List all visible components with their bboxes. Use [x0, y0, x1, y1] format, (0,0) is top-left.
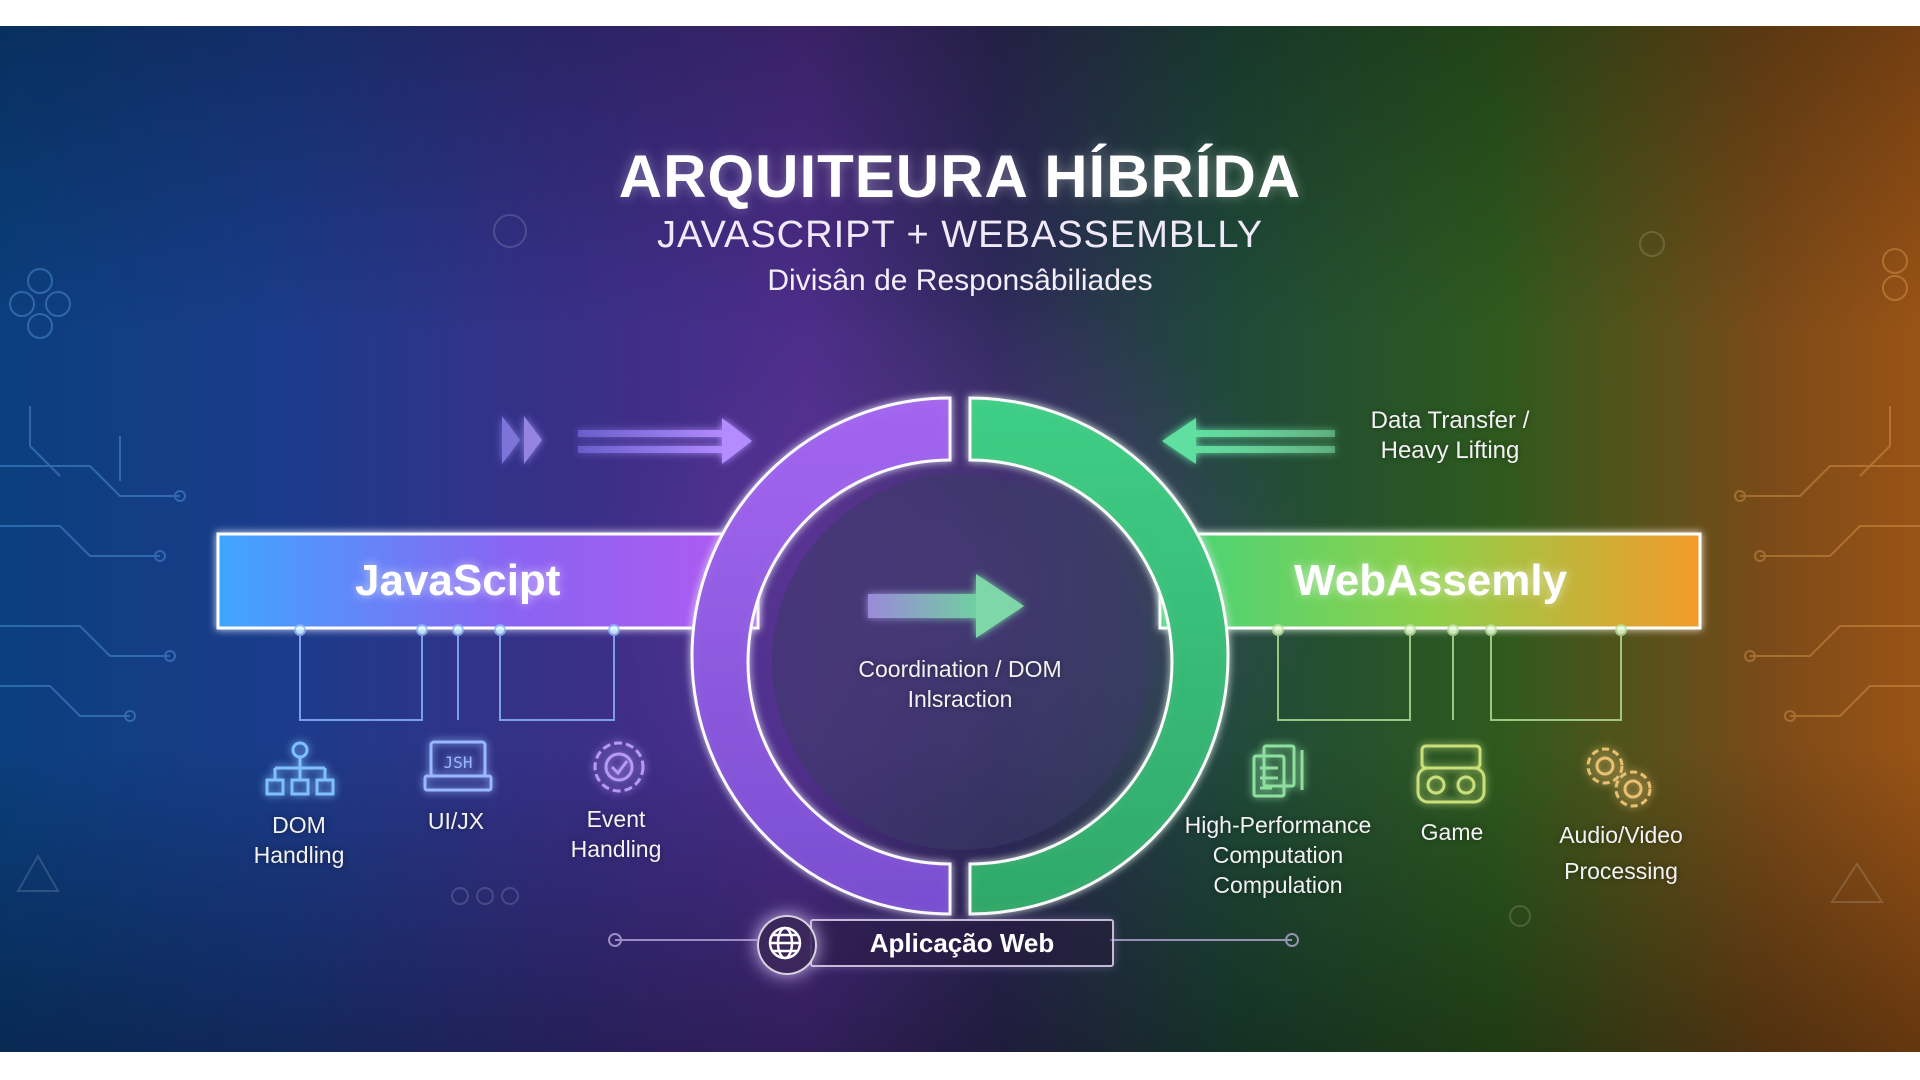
globe-icon [757, 915, 817, 975]
diagram-caption: Divisân de Responsâbiliades [767, 264, 1153, 297]
wasm-connectors [1272, 624, 1627, 721]
diagram-title: ARQUITEURA HÍBRÍDA [618, 143, 1302, 210]
js-band [216, 532, 760, 630]
wasm-band [1158, 532, 1702, 630]
center-core [772, 474, 1148, 850]
center-arrow [868, 574, 1024, 638]
gears-icon [1586, 747, 1652, 808]
footer-line [608, 933, 1299, 947]
gear-icon [593, 741, 645, 793]
svg-text:JSH: JSH [444, 753, 473, 772]
gamepad-icon [1416, 744, 1486, 804]
decorative-shapes [16, 214, 1884, 927]
center-ring [690, 396, 1230, 916]
wasm-band-label: WebAssemly [1294, 556, 1568, 605]
web-application-label: Aplicação Web [869, 928, 1055, 958]
web-application-bar: Aplicação Web [810, 919, 1114, 967]
diagram-subtitle: JAVASCRIPT + WEBASSEMBLLY [656, 214, 1264, 256]
node-label-game: Game [1420, 819, 1484, 845]
node-label-ui: UI/JX [427, 808, 485, 834]
diagram-graphics: JSH [0, 214, 1920, 947]
monitor-icon: JSH [423, 740, 493, 792]
circuit-traces-right [1734, 248, 1920, 722]
data-transfer-label: Data Transfer /Heavy Lifting [1370, 407, 1530, 464]
js-play-icon [502, 416, 542, 464]
js-band-label: JavaScipt [355, 556, 561, 605]
diagram-canvas: JSH ARQUITEURA HÍBRÍDA JAVASCRIPT + WEBA… [0, 26, 1920, 1052]
documents-icon [1252, 744, 1304, 798]
hierarchy-icon [265, 741, 335, 796]
arrow-to-center-right [1162, 418, 1335, 464]
arrow-to-center-left [578, 418, 752, 464]
circuit-traces-left [0, 268, 186, 722]
js-connectors [294, 624, 620, 721]
